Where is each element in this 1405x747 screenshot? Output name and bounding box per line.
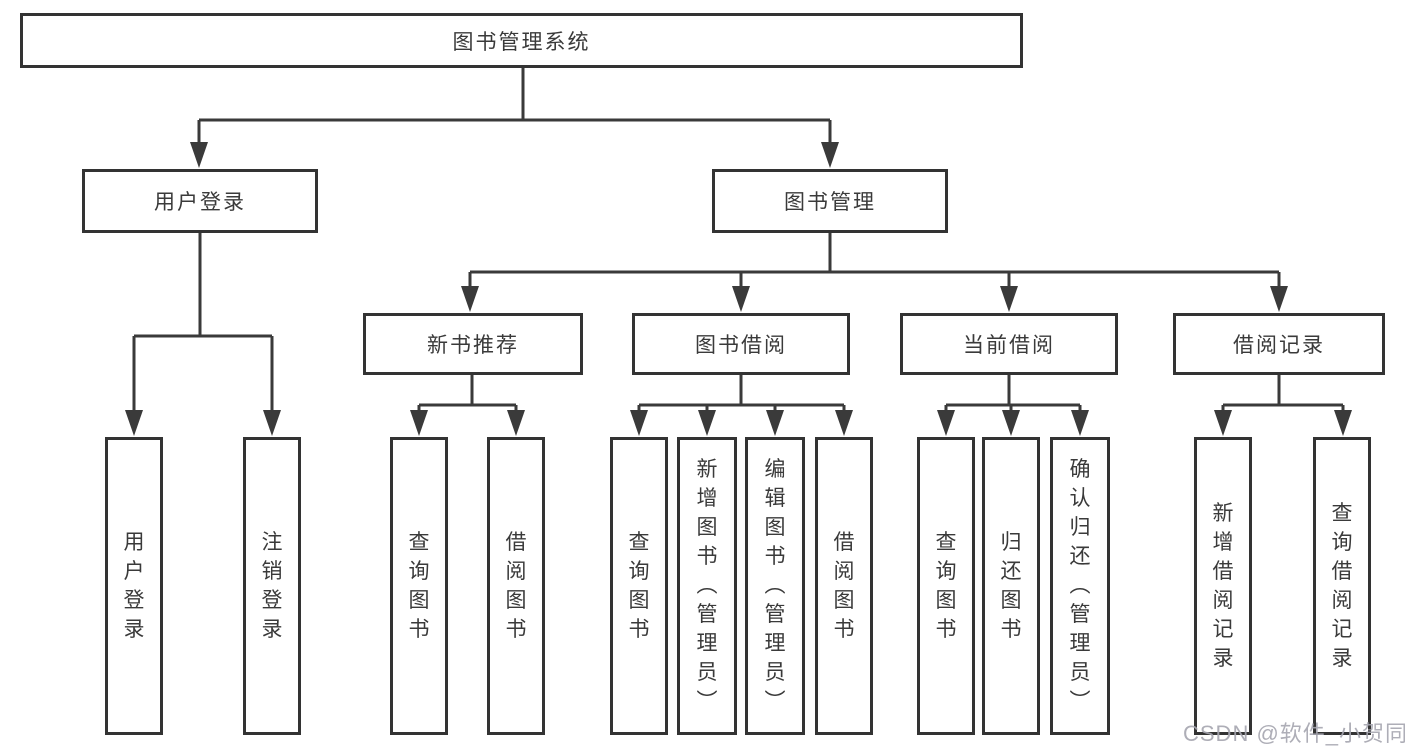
node-book-borrow: 图书借阅 xyxy=(632,313,850,375)
node-borrow-records: 借阅记录 xyxy=(1173,313,1385,375)
connector-new-book-recommend-children xyxy=(410,374,525,436)
leaf-edit-books-admin: 编辑图书︵管理员︶ xyxy=(745,437,805,735)
leaf-logout: 注销登录 xyxy=(243,437,301,735)
connector-root-to-level2 xyxy=(190,68,839,168)
node-label: 编辑图书︵管理员︶ xyxy=(764,458,786,713)
node-label: 确认归还︵管理员︶ xyxy=(1069,458,1091,713)
node-label: 查询图书 xyxy=(628,530,650,641)
node-current-borrow: 当前借阅 xyxy=(900,313,1118,375)
leaf-add-borrow-record: 新增借阅记录 xyxy=(1194,437,1252,735)
leaf-return-books: 归还图书 xyxy=(982,437,1040,735)
node-label: 新书推荐 xyxy=(427,334,519,357)
node-label: 借阅图书 xyxy=(505,530,527,641)
leaf-query-books-current: 查询图书 xyxy=(917,437,975,735)
node-label: 归还图书 xyxy=(1000,530,1022,641)
node-label: 注销登录 xyxy=(261,530,283,641)
connector-current-borrow-children xyxy=(937,374,1089,436)
node-label: 查询图书 xyxy=(935,530,957,641)
node-label: 新增图书︵管理员︶ xyxy=(696,458,718,713)
connector-book-mgmt-branch xyxy=(461,233,1288,312)
node-label: 查询图书 xyxy=(408,530,430,641)
csdn-watermark: CSDN @软件_小贺同学 xyxy=(1183,721,1405,746)
node-label: 借阅图书 xyxy=(833,530,855,641)
node-label: 新增借阅记录 xyxy=(1212,501,1234,670)
leaf-borrow-books-recommend: 借阅图书 xyxy=(487,437,545,735)
node-label: 图书管理系统 xyxy=(452,30,591,54)
leaf-confirm-return-admin: 确认归还︵管理员︶ xyxy=(1050,437,1110,735)
node-book-management: 图书管理 xyxy=(712,169,948,233)
node-label: 图书管理 xyxy=(784,191,876,214)
leaf-add-books-admin: 新增图书︵管理员︶ xyxy=(677,437,737,735)
leaf-borrow-books: 借阅图书 xyxy=(815,437,873,735)
node-label: 用户登录 xyxy=(154,191,246,214)
leaf-query-books-borrow: 查询图书 xyxy=(610,437,668,735)
leaf-user-login: 用户登录 xyxy=(105,437,163,735)
connector-book-borrow-children xyxy=(630,374,853,436)
node-label: 借阅记录 xyxy=(1233,334,1325,357)
node-label: 图书借阅 xyxy=(695,334,787,357)
node-new-book-recommend: 新书推荐 xyxy=(363,313,583,375)
node-user-login: 用户登录 xyxy=(82,169,318,233)
leaf-query-borrow-record: 查询借阅记录 xyxy=(1313,437,1371,735)
connector-user-login-branch xyxy=(125,233,281,436)
node-label: 查询借阅记录 xyxy=(1331,501,1353,670)
node-label: 当前借阅 xyxy=(963,334,1055,357)
leaf-query-books-recommend: 查询图书 xyxy=(390,437,448,735)
node-label: 用户登录 xyxy=(123,530,145,641)
node-root-system: 图书管理系统 xyxy=(20,13,1023,68)
connector-borrow-records-children xyxy=(1214,374,1352,436)
